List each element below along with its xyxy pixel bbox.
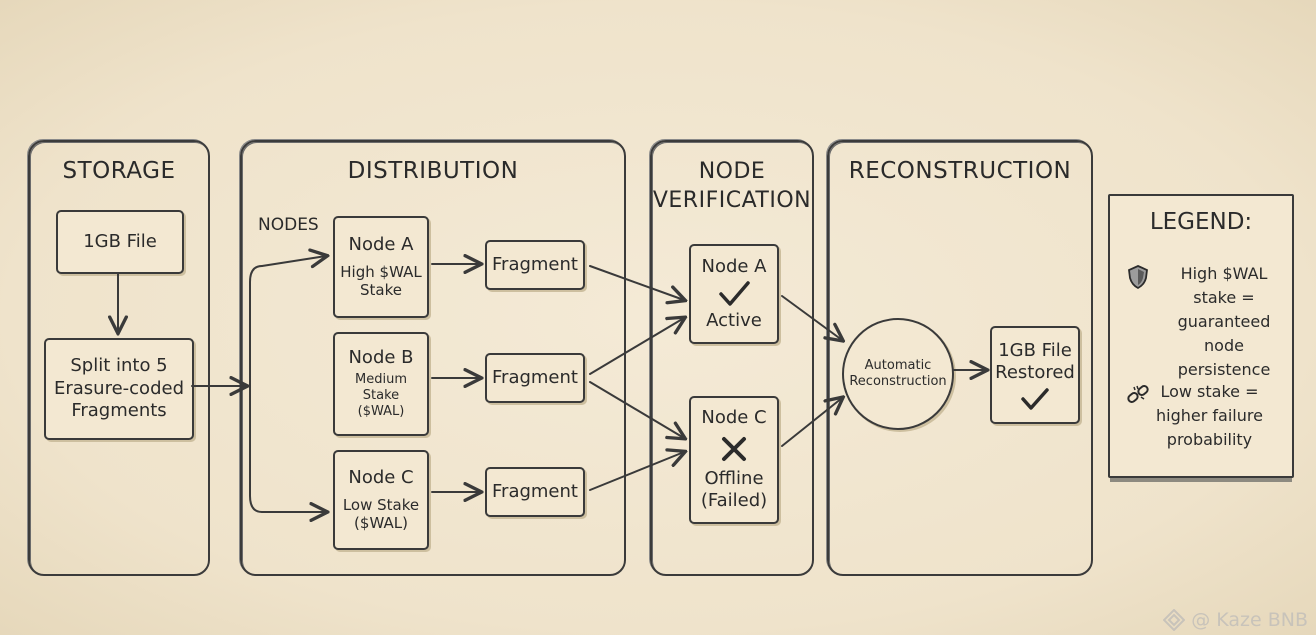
panel-title-storage: STORAGE [62,158,176,184]
distribution-panel: DISTRIBUTION [240,140,626,576]
cross-icon [722,436,746,461]
watermark: @ Kaze BNB [1163,609,1308,631]
legend-item-shield-text: High $WAL stake = guaranteed node persis… [1177,264,1271,379]
fragment-label: Fragment [492,480,578,502]
verify-node-c-status: Offline (Failed) [700,467,768,512]
restored-label: 1GB File Restored [995,339,1075,384]
arrow-fragment-c-verify-c [589,452,684,491]
diamond-logo-icon [1163,609,1186,631]
panel-title-distribution: DISTRIBUTION [347,158,519,184]
reconstruction-circle-label: Automatic Reconstruction [849,357,947,389]
node-a-box: Node A High $WAL Stake [333,216,429,318]
arrow-fragment-b-verify-a [589,318,684,375]
panel-title-verification: NODE VERIFICATION [652,159,812,213]
verify-node-a-status: Active [706,310,762,331]
check-icon [1021,387,1049,410]
fragment-box-b: Fragment [485,353,585,403]
node-c-box: Node C Low Stake ($WAL) [333,450,429,550]
arrow-fragment-a-verify-a [589,265,684,300]
legend-item-broken-link-text: Low stake = higher failure probability [1156,382,1263,449]
broken-link-icon [1127,385,1149,403]
storage-panel: STORAGE [28,140,210,576]
legend-item-broken-link: Low stake = higher failure probability [1126,380,1263,452]
file-box: 1GB File [56,210,184,274]
fragment-box-c: Fragment [485,467,585,517]
node-b-name: Node B [348,347,414,369]
node-a-name: Node A [348,234,414,255]
fragment-box-a: Fragment [485,240,585,290]
reconstruction-panel: RECONSTRUCTION [827,140,1093,576]
legend-title: LEGEND: [1149,209,1253,235]
check-icon [719,281,750,306]
file-label: 1GB File [83,230,157,252]
verification-panel: NODE VERIFICATION [650,140,814,576]
node-b-stake: Medium Stake ($WAL) [355,371,407,420]
watermark-text: @ Kaze BNB [1191,609,1308,631]
panel-title-reconstruction: RECONSTRUCTION [848,158,1072,184]
legend-box: LEGEND: High $WAL stake = guaranteed nod… [1108,194,1294,478]
verify-node-a-name: Node A [701,255,767,277]
verify-node-c-box: Node C Offline (Failed) [689,396,779,524]
restored-box: 1GB File Restored [990,326,1080,424]
legend-item-shield: High $WAL stake = guaranteed node persis… [1126,262,1292,382]
node-b-box: Node B Medium Stake ($WAL) [333,332,429,436]
nodes-label: NODES [258,215,319,235]
shield-icon [1128,265,1148,290]
split-label: Split into 5 Erasure-coded Fragments [54,355,184,422]
arrow-to-node-a [261,256,326,266]
fragment-label: Fragment [492,253,578,275]
verify-node-a-box: Node A Active [689,244,779,344]
node-c-stake: Low Stake ($WAL) [342,495,420,533]
node-a-stake: High $WAL Stake [340,262,422,300]
split-box: Split into 5 Erasure-coded Fragments [44,338,194,440]
arrow-fragment-b-verify-c [589,381,684,438]
branch-spine [249,265,263,513]
fragment-label: Fragment [492,366,578,388]
reconstruction-circle: Automatic Reconstruction [842,318,954,430]
verify-node-c-name: Node C [701,407,767,429]
node-c-name: Node C [348,467,414,488]
arrow-verify-c-reconstruct [781,398,842,447]
arrow-verify-a-reconstruct [781,295,842,340]
